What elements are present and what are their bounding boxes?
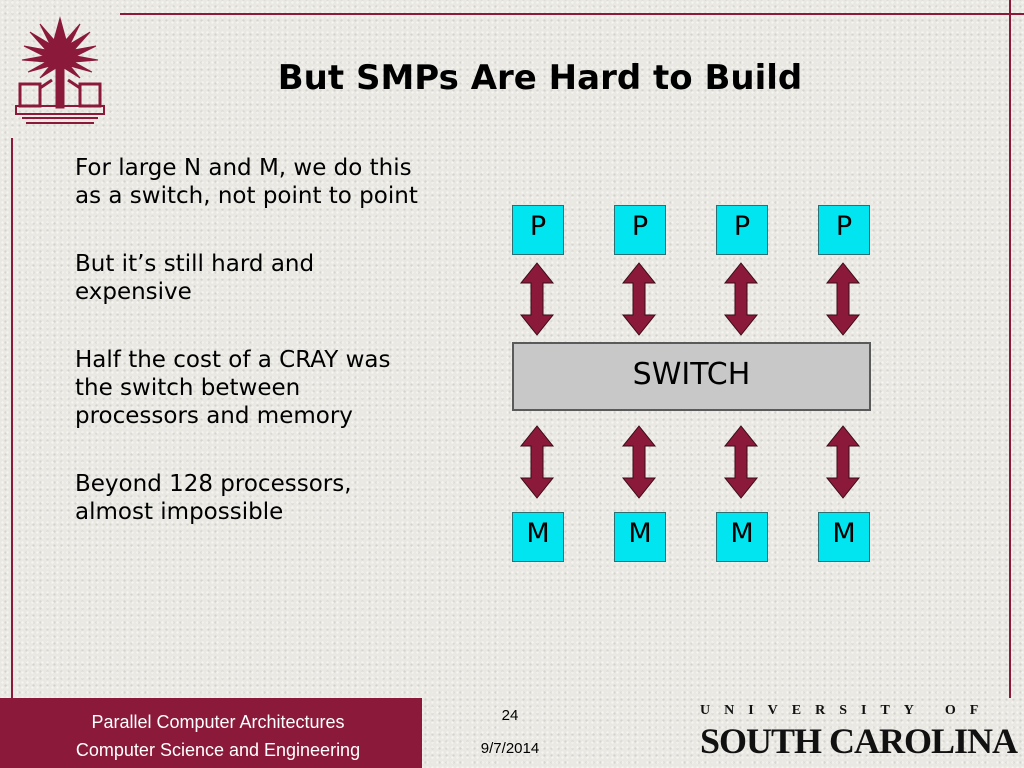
double-arrow-icon <box>520 425 554 499</box>
university-logo-bottom: SOUTH CAROLINA <box>700 721 1018 761</box>
bullet-item: Half the cost of a CRAY was the switch b… <box>75 347 391 429</box>
slide-title: But SMPs Are Hard to Build <box>277 58 803 98</box>
palmetto-seal-logo <box>15 16 105 124</box>
footer-panel <box>0 698 422 768</box>
double-arrow-icon <box>724 262 758 336</box>
memory-box: M <box>614 512 666 562</box>
double-arrow-icon <box>622 262 656 336</box>
double-arrow-icon <box>826 425 860 499</box>
double-arrow-icon <box>520 262 554 336</box>
processor-box: P <box>716 205 768 255</box>
memory-box: M <box>716 512 768 562</box>
switch-box: SWITCH <box>512 342 871 411</box>
footer-course-title: Parallel Computer Architectures <box>91 712 345 732</box>
bullet-list: For large N and M, we do this as a switc… <box>75 154 425 566</box>
processor-box: P <box>512 205 564 255</box>
processor-box: P <box>614 205 666 255</box>
bullet-item: For large N and M, we do this as a switc… <box>75 155 418 209</box>
bullet-item: But it’s still hard and expensive <box>75 251 315 305</box>
left-rule <box>11 138 13 698</box>
right-rule <box>1009 0 1011 698</box>
processor-box: P <box>818 205 870 255</box>
university-logo-top: UNIVERSITY OF <box>700 703 993 718</box>
double-arrow-icon <box>826 262 860 336</box>
footer-department: Computer Science and Engineering <box>75 740 361 760</box>
switch-label: SWITCH <box>632 357 751 392</box>
double-arrow-icon <box>622 425 656 499</box>
top-rule <box>120 13 1024 15</box>
memory-box: M <box>512 512 564 562</box>
slide-date: 9/7/2014 <box>480 740 540 757</box>
page-number: 24 <box>501 707 519 724</box>
bullet-item: Beyond 128 processors, almost impossible <box>75 471 352 525</box>
memory-box: M <box>818 512 870 562</box>
double-arrow-icon <box>724 425 758 499</box>
